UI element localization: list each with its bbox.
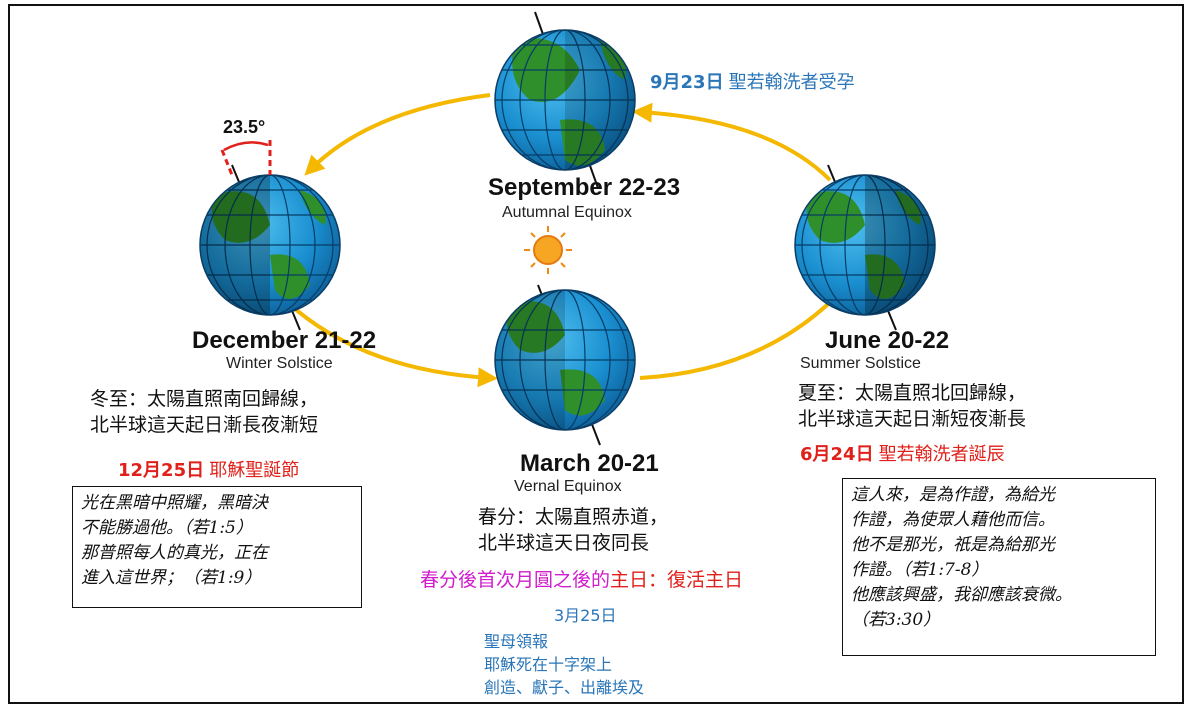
summer-quote-line: 他應該興盛，我卻應該衰微。: [851, 585, 1072, 605]
winter-zh-line1: 冬至：太陽直照南回歸線，: [90, 388, 319, 410]
winter-feast: 12月25日 耶穌聖誕節: [118, 456, 299, 482]
summer-quote-line: 這人來，是為作證，為給光: [851, 485, 1055, 505]
summer-feast-text: 聖若翰洗者誕辰: [878, 444, 1005, 465]
tilt-indicator: [220, 140, 272, 176]
spring-name: Vernal Equinox: [514, 478, 622, 495]
winter-quote-line: 不能勝過他。（若1:5）: [81, 518, 253, 538]
easter-rule-a: 春分後首次月圓之後的: [420, 569, 611, 591]
winter-quote-box: 光在黑暗中照耀，黑暗決 不能勝過他。（若1:5） 那普照每人的真光，正在 進入這…: [72, 486, 362, 608]
summer-date: June 20-22: [825, 327, 950, 354]
winter-feast-date: 12月25日: [118, 460, 205, 481]
autumn-date: September 22-23: [488, 174, 681, 201]
easter-rule: 春分後首次月圓之後的主日：復活主日: [420, 565, 743, 592]
globe-march: [494, 284, 636, 446]
autumn-name: Autumnal Equinox: [502, 204, 632, 221]
summer-quote-line: 作證，為使眾人藉他而信。: [851, 510, 1055, 530]
autumn-note-text: 聖若翰洗者受孕: [728, 72, 855, 93]
spring-feast-date: 3月25日: [554, 606, 617, 625]
spring-feast-line: 創造、獻子、出離埃及: [484, 678, 645, 697]
summer-zh-line1: 夏至：太陽直照北回歸線，: [798, 382, 1027, 404]
summer-quote-box: 這人來，是為作證，為給光 作證，為使眾人藉他而信。 他不是那光，祇是為給那光 作…: [842, 478, 1156, 656]
spring-feast-line: 聖母領報: [484, 632, 549, 651]
winter-date: December 21-22: [192, 327, 377, 354]
summer-quote-line: 他不是那光，祇是為給那光: [851, 535, 1055, 555]
winter-feast-text: 耶穌聖誕節: [209, 460, 300, 481]
autumn-note: 9月23日 聖若翰洗者受孕: [650, 68, 855, 94]
globe-autumn: [494, 11, 636, 189]
summer-quote-line: （若3:30）: [851, 610, 941, 630]
tilt-angle-label: 23.5°: [223, 117, 266, 137]
winter-quote-line: 進入這世界；（若1:9）: [81, 568, 262, 588]
summer-feast-date: 6月24日: [800, 444, 874, 465]
spring-zh-line2: 北半球這天日夜同長: [478, 532, 650, 554]
sun-icon: [524, 226, 572, 274]
summer-zh-line2: 北半球這天起日漸短夜漸長: [798, 408, 1027, 430]
easter-rule-b: 主日：復活主日: [610, 569, 744, 591]
winter-quote-line: 光在黑暗中照耀，黑暗決: [81, 493, 268, 513]
globe-summer: [794, 164, 936, 331]
globe-winter: [199, 164, 341, 331]
summer-quote-line: 作證。（若1:7-8）: [851, 560, 989, 580]
autumn-note-date: 9月23日: [650, 72, 724, 93]
winter-zh-line2: 北半球這天起日漸長夜漸短: [90, 414, 319, 436]
winter-quote-line: 那普照每人的真光，正在: [81, 543, 268, 563]
summer-name: Summer Solstice: [800, 355, 921, 372]
spring-feast-line: 耶穌死在十字架上: [484, 655, 613, 674]
spring-date: March 20-21: [520, 450, 659, 477]
diagram-frame: [8, 4, 1184, 704]
winter-name: Winter Solstice: [226, 355, 333, 372]
summer-feast: 6月24日 聖若翰洗者誕辰: [800, 440, 1005, 466]
spring-zh-line1: 春分：太陽直照赤道，: [478, 506, 669, 528]
